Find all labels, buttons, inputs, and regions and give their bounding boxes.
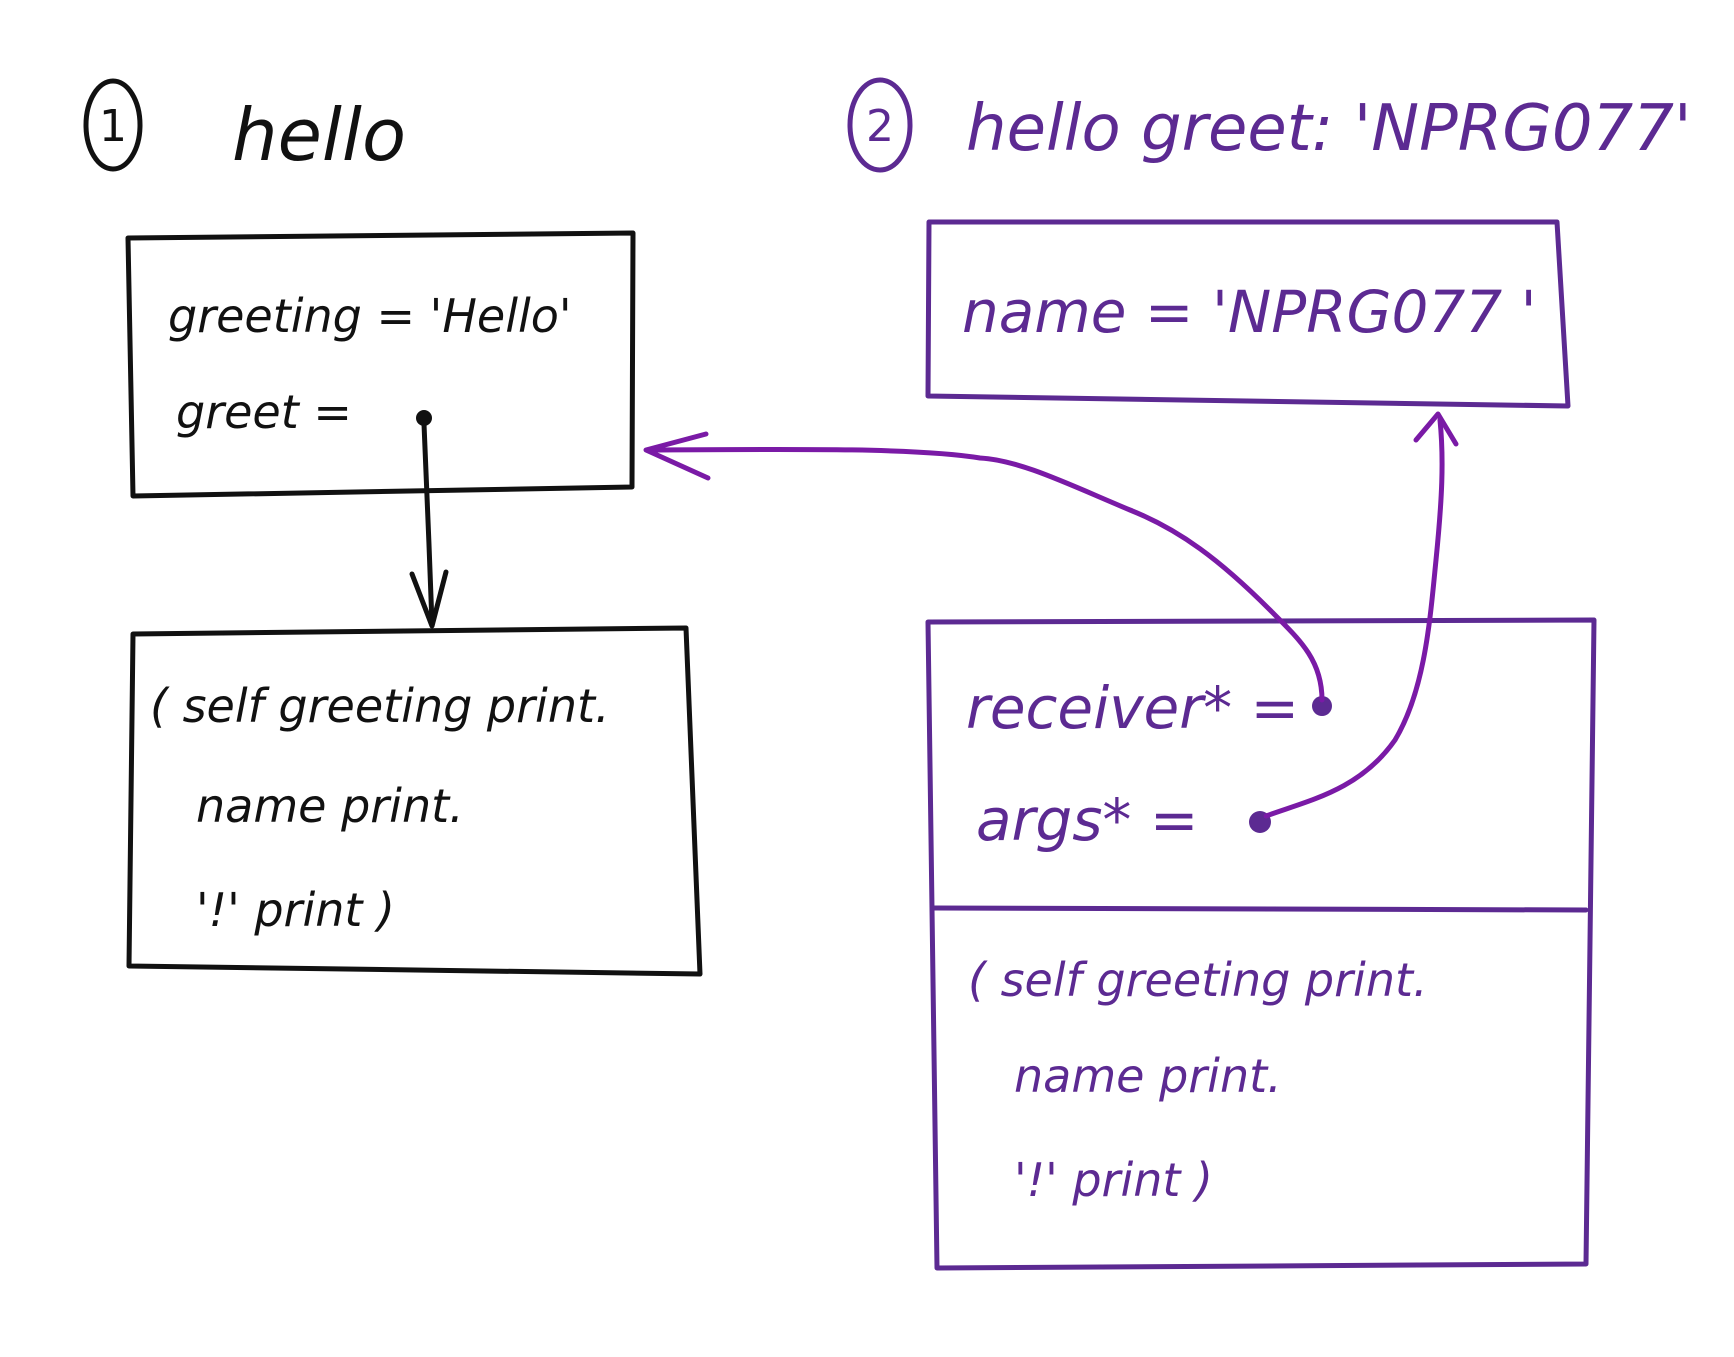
step1-object-box: greeting = 'Hello' greet = xyxy=(125,230,636,499)
step2-number: 2 xyxy=(866,101,894,152)
step2-code-line2: name print. xyxy=(1014,1049,1282,1103)
step1-method-box-border xyxy=(126,625,703,977)
step1-method-line1: ( self greeting print. xyxy=(150,679,610,733)
step1-greet-slot: greet = xyxy=(176,385,352,439)
step1-method-arrow xyxy=(409,421,449,629)
step2-receiver-slot: receiver* = xyxy=(966,674,1299,742)
step1-greeting-slot: greeting = 'Hello' xyxy=(168,289,572,343)
step2-receiver-pointer-dot xyxy=(1312,696,1332,716)
step1-object-box-border xyxy=(125,230,636,499)
step2-header: 2 hello greet: 'NPRG077' xyxy=(847,77,1692,173)
step1-method-arrowhead xyxy=(409,569,449,629)
step2-activation-box-border xyxy=(925,617,1597,1271)
step2-args-slot: args* = xyxy=(976,786,1198,854)
step1-number: 1 xyxy=(99,101,127,152)
step1-method-line2: name print. xyxy=(196,779,464,833)
step1-header: 1 hello xyxy=(83,78,406,177)
step2-title: hello greet: 'NPRG077' xyxy=(966,92,1692,166)
step2-code-line3: '!' print ) xyxy=(1014,1153,1213,1207)
step2-activation-divider xyxy=(931,905,1589,913)
step2-receiver-arrowhead xyxy=(643,431,711,481)
step1-method-box: ( self greeting print. name print. '!' p… xyxy=(126,625,703,977)
step2-name-slot: name = 'NPRG077 ' xyxy=(962,278,1537,346)
step2-activation-box: receiver* = args* = ( self greeting prin… xyxy=(925,617,1597,1271)
step2-arg-box-border xyxy=(925,219,1571,409)
step2-arg-box: name = 'NPRG077 ' xyxy=(925,219,1571,409)
step1-method-line3: '!' print ) xyxy=(196,883,395,937)
step1-greet-pointer-dot xyxy=(416,410,432,426)
step2-receiver-arrow-line xyxy=(647,446,1325,703)
step2-number-circle xyxy=(847,77,913,173)
step2-args-arrowhead xyxy=(1413,411,1459,447)
step2-code-line1: ( self greeting print. xyxy=(968,953,1428,1007)
step1-method-arrow-line xyxy=(421,421,435,627)
step1-number-circle xyxy=(83,78,143,172)
step2-receiver-arrow xyxy=(643,431,1325,703)
step1-title: hello xyxy=(232,93,406,177)
step2-args-arrow-line xyxy=(1263,417,1445,819)
step2-args-arrow xyxy=(1263,411,1459,819)
